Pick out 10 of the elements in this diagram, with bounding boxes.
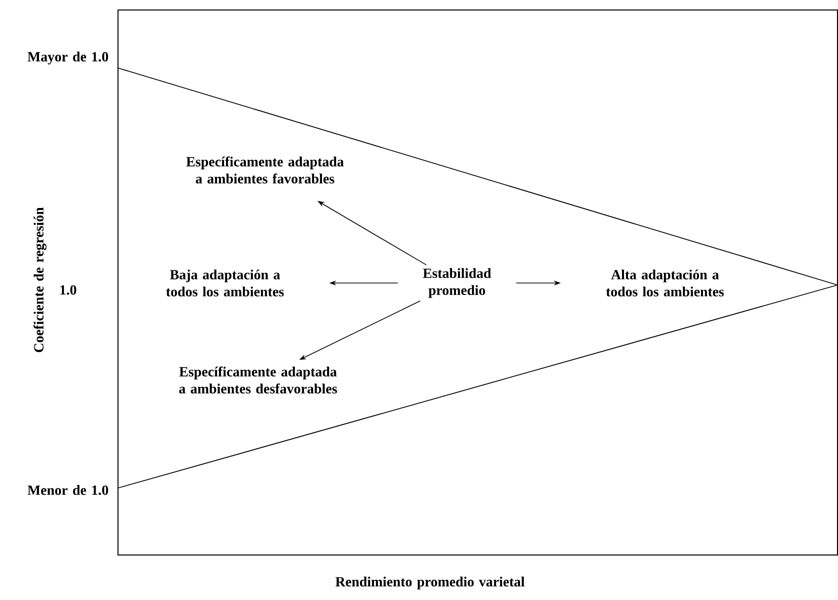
axis-title: Rendimiento promedio varietal <box>336 576 525 590</box>
axis-value-label: Menor de 1.0 <box>28 485 108 495</box>
text-label: Específicamente adaptada a ambientes favorables <box>186 156 344 184</box>
text-label: Baja adaptación a todos los ambientes <box>166 270 284 296</box>
text-label: Alta adaptación a todos los ambientes <box>606 270 724 296</box>
axis-title: Coeficiente de regresión <box>34 207 46 352</box>
text-label: Específicamente adaptada a ambientes desfavorables <box>179 366 337 394</box>
axis-value-label: Mayor de 1.0 <box>28 52 108 64</box>
axis-value-label: 1.0 <box>60 285 76 295</box>
text-label: Estabilidad promedio <box>423 268 492 298</box>
